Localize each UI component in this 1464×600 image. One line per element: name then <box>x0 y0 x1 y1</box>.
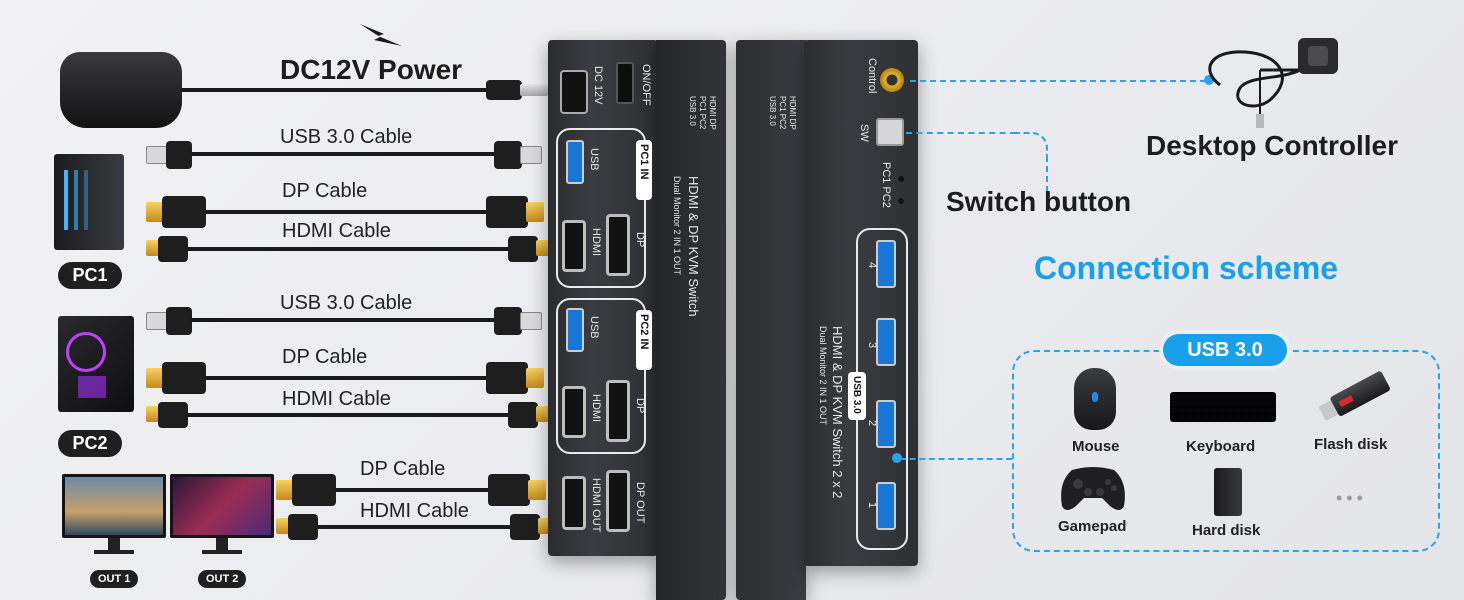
onoff-label: ON/OFF <box>640 64 652 106</box>
back-product-label: HDMI & DP KVM Switch <box>686 176 701 317</box>
pc2-led <box>898 198 904 204</box>
front-usb-port-1[interactable] <box>876 482 896 530</box>
pc2-usb-cable <box>190 318 496 322</box>
hdmi-out-port[interactable] <box>562 476 586 530</box>
pc1-in-label: PC1 IN <box>638 144 650 180</box>
front-product-label: HDMI & DP KVM Switch 2 x 2 <box>830 326 845 499</box>
pc1-dp-port[interactable] <box>606 214 630 276</box>
gamepad-icon <box>1061 467 1125 510</box>
power-cable <box>180 88 490 92</box>
dp-out-port[interactable] <box>606 470 630 532</box>
monitor-2 <box>170 474 274 538</box>
flash-disk-label: Flash disk <box>1314 436 1388 453</box>
out-dp-label: DP Cable <box>360 458 446 480</box>
pc1-led <box>898 176 904 182</box>
power-switch[interactable] <box>616 62 634 104</box>
pc2-badge: PC2 <box>58 430 122 457</box>
gamepad-label: Gamepad <box>1058 518 1127 535</box>
front-usb-port-3[interactable] <box>876 318 896 366</box>
pc1-tower-icon <box>54 154 124 250</box>
pc2-in-group <box>556 298 646 454</box>
sw-label: SW <box>858 124 870 142</box>
mouse-label: Mouse <box>1072 438 1120 455</box>
keyboard-icon <box>1170 392 1276 422</box>
control-label: Control <box>866 58 878 94</box>
out-dp-cable <box>334 488 490 492</box>
desktop-controller-icon <box>1208 38 1338 128</box>
lightning-icon <box>360 24 402 46</box>
out1-badge: OUT 1 <box>90 570 139 588</box>
usb-pill: USB 3.0 <box>1163 334 1287 366</box>
pc2-gaming-tower-icon <box>58 316 134 412</box>
pc1-in-group <box>556 128 646 288</box>
pc2-dp-port[interactable] <box>606 380 630 442</box>
control-jack[interactable] <box>880 68 904 92</box>
pc2-hdmi-cable <box>186 413 510 417</box>
front-usb-port-4[interactable] <box>876 240 896 288</box>
kvm-front-panel <box>736 40 806 600</box>
front-usb-port-2[interactable] <box>876 400 896 448</box>
pc1-hdmi-port[interactable] <box>562 220 586 272</box>
hard-disk-icon <box>1214 468 1242 516</box>
pc2-dp-cable <box>204 376 488 380</box>
monitor-1 <box>62 474 166 538</box>
pc1-hdmi-cable <box>186 247 510 251</box>
pc1-dp-cable <box>204 210 488 214</box>
pc2-usb-port[interactable] <box>566 308 584 352</box>
pc2-hdmi-port[interactable] <box>562 386 586 438</box>
pc1-usb-cable <box>190 152 496 156</box>
dc-jack[interactable] <box>560 70 588 114</box>
pc2-usb-label: USB 3.0 Cable <box>280 292 413 314</box>
front-usb-badge: USB 3.0 <box>851 376 862 414</box>
dc-label: DC 12V <box>592 66 604 105</box>
keyboard-label: Keyboard <box>1186 438 1256 455</box>
out-hdmi-cable <box>316 525 512 529</box>
switch-button-label: Switch button <box>946 186 1132 217</box>
pc2-dp-label: DP Cable <box>282 346 368 368</box>
pc1-badge: PC1 <box>58 262 122 289</box>
pc-indicator-label: PC1 PC2 <box>880 162 892 208</box>
mouse-icon <box>1074 368 1116 430</box>
power-label: DC12V Power <box>280 54 463 85</box>
pc2-in-label: PC2 IN <box>638 314 650 350</box>
out-hdmi-label: HDMI Cable <box>360 500 469 522</box>
more-devices-ellipsis: ••• <box>1336 488 1367 508</box>
out2-badge: OUT 2 <box>198 570 247 588</box>
pc1-usb-port[interactable] <box>566 140 584 184</box>
switch-button[interactable] <box>876 118 904 146</box>
power-adapter <box>60 52 182 128</box>
pc1-usb-label: USB 3.0 Cable <box>280 126 413 148</box>
desktop-controller-label: Desktop Controller <box>1146 130 1399 161</box>
connection-scheme-title: Connection scheme <box>1034 250 1339 286</box>
pc1-hdmi-label: HDMI Cable <box>282 220 391 242</box>
pc2-hdmi-label: HDMI Cable <box>282 388 391 410</box>
power-plug <box>486 80 522 100</box>
pc1-dp-label: DP Cable <box>282 180 368 202</box>
hard-disk-label: Hard disk <box>1192 522 1261 539</box>
